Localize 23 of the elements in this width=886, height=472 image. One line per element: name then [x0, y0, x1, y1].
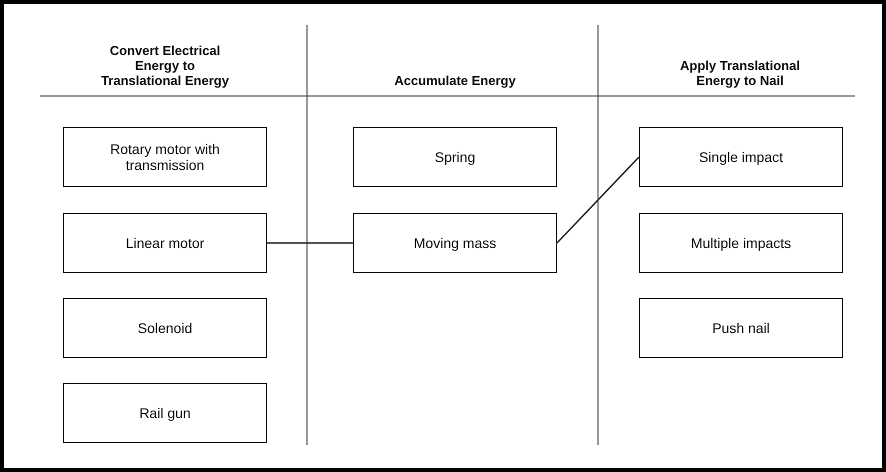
- column-heading: Apply Translational Energy to Nail: [679, 58, 801, 88]
- option-box: [63, 213, 267, 273]
- option-box: [639, 298, 843, 358]
- option-box: [63, 127, 267, 187]
- option-text: Single impact: [698, 149, 784, 165]
- option-text: Rotary motor with transmission: [109, 141, 221, 173]
- option-text: Multiple impacts: [690, 235, 792, 251]
- option-text: Spring: [434, 149, 476, 165]
- option-box: [639, 213, 843, 273]
- option-box: [639, 127, 843, 187]
- option-box: [63, 383, 267, 443]
- column-heading: Accumulate Energy: [393, 73, 517, 88]
- connector-line: [267, 242, 353, 244]
- option-box: [63, 298, 267, 358]
- option-text: Solenoid: [138, 320, 192, 336]
- option-text: Push nail: [712, 320, 770, 336]
- column-heading: Convert Electrical Energy to Translational Energy: [100, 43, 230, 88]
- option-text: Moving mass: [414, 235, 496, 251]
- option-text: Linear motor: [126, 235, 204, 251]
- option-text: Rail gun: [139, 405, 191, 421]
- option-box: [353, 213, 557, 273]
- option-box: [353, 127, 557, 187]
- connector-line: [556, 156, 640, 244]
